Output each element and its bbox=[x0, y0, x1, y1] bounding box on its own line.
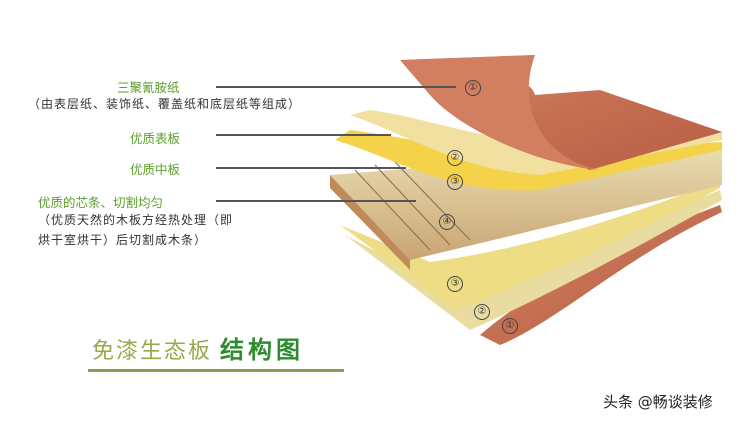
marker-1-bottom: ① bbox=[502, 318, 518, 334]
label-core-note-1: （优质天然的木板方经热处理（即 bbox=[38, 213, 234, 227]
marker-3-bottom: ③ bbox=[447, 276, 463, 292]
leader-line-surface-board bbox=[216, 134, 391, 136]
label-core-note-2: 烘干室烘干）后切割成木条） bbox=[38, 233, 208, 247]
label-core-strips: 优质的芯条、切割均匀 bbox=[38, 195, 164, 210]
marker-2-bottom: ② bbox=[474, 304, 490, 320]
label-melamine-paper: 三聚氰胺纸 bbox=[117, 80, 180, 95]
title-part-structure: 结构图 bbox=[220, 336, 305, 364]
label-surface-board: 优质表板 bbox=[130, 131, 181, 146]
marker-2-top: ② bbox=[447, 150, 463, 166]
leader-line-core bbox=[216, 200, 416, 202]
label-melamine-note: （由表层纸、装饰纸、覆盖纸和底层纸等组成） bbox=[28, 97, 302, 111]
title-underline bbox=[88, 369, 344, 372]
marker-4: ④ bbox=[439, 214, 455, 230]
diagram-title: 免漆生态板结构图 bbox=[92, 330, 304, 365]
leader-line-middle-board bbox=[216, 167, 406, 169]
marker-1-top: ① bbox=[465, 80, 481, 96]
title-part-product: 免漆生态板 bbox=[92, 339, 213, 364]
leader-line-melamine bbox=[216, 86, 456, 88]
label-middle-board: 优质中板 bbox=[130, 162, 181, 177]
marker-3-top: ③ bbox=[447, 174, 463, 190]
watermark: 头条 @畅谈装修 bbox=[603, 393, 713, 411]
